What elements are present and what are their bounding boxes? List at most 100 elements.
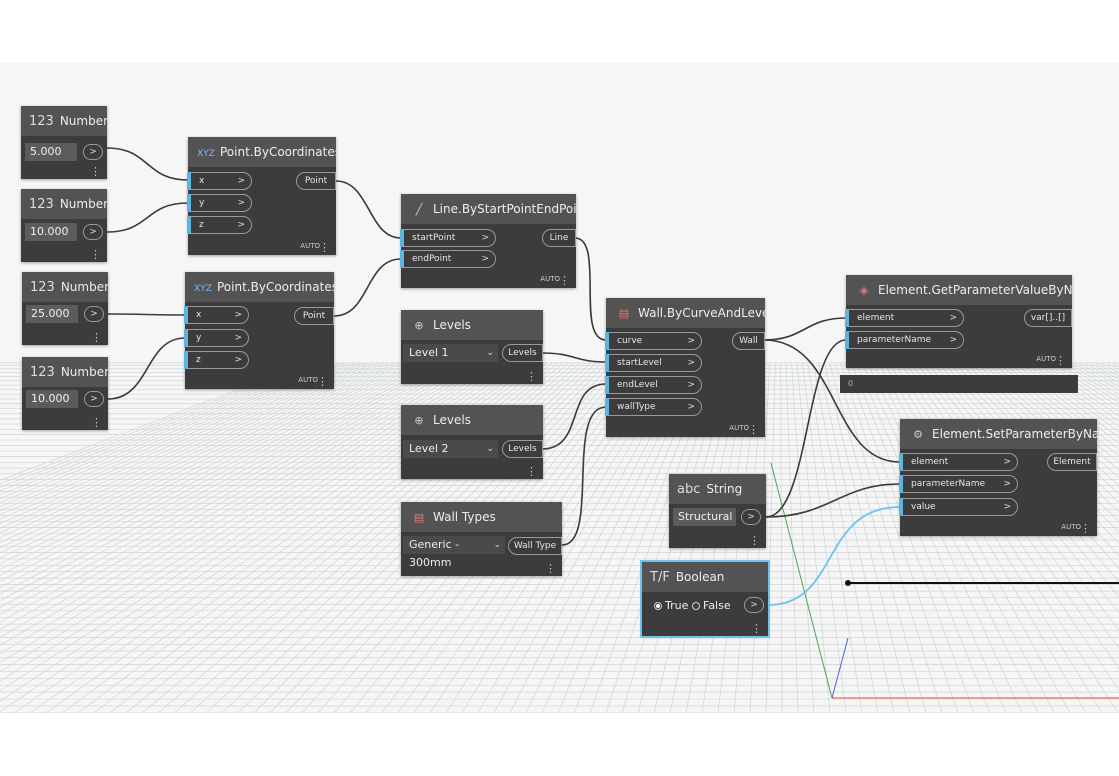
input-port-z[interactable]: z> — [184, 351, 249, 369]
output-port[interactable]: > — [84, 391, 104, 407]
input-port-y[interactable]: y> — [187, 194, 252, 212]
input-port-value[interactable]: value> — [899, 498, 1018, 516]
radio-icon — [654, 602, 662, 610]
more-menu-icon[interactable]: ⋮ — [1080, 522, 1091, 535]
output-port-element[interactable]: Element — [1047, 453, 1097, 471]
input-port-walltype[interactable]: wallType> — [605, 398, 702, 416]
point-xyz-icon: XYZ — [194, 284, 212, 294]
more-menu-icon[interactable]: ⋮ — [559, 274, 570, 287]
number-icon: 123 — [30, 365, 55, 380]
input-port-y[interactable]: y> — [184, 329, 249, 347]
preview-bubble[interactable]: 0 — [840, 375, 1078, 393]
chevron-down-icon: ⌄ — [486, 348, 494, 358]
lacing-label[interactable]: AUTO — [298, 376, 318, 384]
input-port-x[interactable]: x> — [184, 306, 249, 324]
wall-type-dropdown[interactable]: Generic - 300mm⌄ — [403, 536, 505, 569]
line-by-start-end-node[interactable]: ╱ Line.ByStartPointEndPoint startPoint> e… — [400, 194, 576, 288]
input-port-startlevel[interactable]: startLevel> — [605, 354, 702, 372]
input-port-startpoint[interactable]: startPoint> — [400, 229, 496, 247]
output-port[interactable]: > — [83, 224, 103, 240]
input-port-element[interactable]: element> — [899, 453, 1018, 471]
input-port-parametername[interactable]: parameterName> — [845, 331, 964, 349]
radio-icon — [692, 602, 700, 610]
level-dropdown[interactable]: Level 1⌄ — [403, 344, 498, 362]
node-title: String — [706, 482, 743, 496]
true-radio[interactable]: True — [654, 599, 688, 612]
output-port[interactable]: > — [84, 306, 104, 322]
more-menu-icon[interactable]: ⋮ — [526, 465, 537, 478]
string-input[interactable]: Structural — [673, 508, 736, 526]
input-port-curve[interactable]: curve> — [605, 332, 702, 350]
number-input[interactable]: 10.000 — [26, 390, 78, 408]
more-menu-icon[interactable]: ⋮ — [751, 622, 762, 635]
output-port-line[interactable]: Line — [542, 229, 576, 247]
more-menu-icon[interactable]: ⋮ — [748, 423, 759, 436]
point-by-coordinates-node-1[interactable]: XYZ Point.ByCoordinates x> y> z> Point AU… — [187, 137, 336, 255]
y-axis-line — [770, 462, 833, 699]
false-radio[interactable]: False — [692, 599, 731, 612]
number-input[interactable]: 10.000 — [25, 223, 77, 241]
number-input[interactable]: 5.000 — [25, 143, 77, 161]
lacing-label[interactable]: AUTO — [300, 242, 320, 250]
more-menu-icon[interactable]: ⋮ — [91, 331, 102, 344]
output-port[interactable]: > — [83, 144, 103, 160]
more-menu-icon[interactable]: ⋮ — [91, 416, 102, 429]
node-title: Element.SetParameterByName — [932, 427, 1097, 441]
more-menu-icon[interactable]: ⋮ — [90, 248, 101, 261]
output-port[interactable]: > — [744, 597, 764, 613]
lacing-label[interactable]: AUTO — [1061, 523, 1081, 531]
chevron-down-icon: ⌄ — [493, 540, 501, 550]
gear-icon: ⚙ — [913, 428, 923, 441]
lacing-label[interactable]: AUTO — [1036, 355, 1056, 363]
more-menu-icon[interactable]: ⋮ — [317, 375, 328, 388]
node-title: Wall Types — [433, 510, 496, 524]
node-title: Levels — [433, 413, 471, 427]
wall-by-curve-and-levels-node[interactable]: ▤ Wall.ByCurveAndLevels curve> startLevel… — [605, 298, 765, 437]
output-port-wall[interactable]: Wall — [732, 332, 765, 350]
lacing-label[interactable]: AUTO — [729, 424, 749, 432]
get-parameter-value-node[interactable]: ◈Element.GetParameterValueByName element… — [845, 275, 1072, 368]
output-port-wall-type[interactable]: Wall Type — [508, 537, 562, 555]
line-icon: ╱ — [415, 203, 423, 216]
output-port-levels[interactable]: Levels — [502, 440, 543, 458]
more-menu-icon[interactable]: ⋮ — [319, 241, 330, 254]
output-port-point[interactable]: Point — [294, 307, 334, 325]
levels-node-2[interactable]: ⊕Levels Level 2⌄ Levels ⋮ — [401, 405, 543, 479]
input-port-endlevel[interactable]: endLevel> — [605, 376, 702, 394]
wall-types-icon: ▤ — [413, 511, 425, 524]
more-menu-icon[interactable]: ⋮ — [1055, 354, 1066, 367]
output-port[interactable]: > — [741, 509, 761, 525]
input-port-z[interactable]: z> — [187, 216, 252, 234]
output-port-levels[interactable]: Levels — [502, 344, 543, 362]
node-title: Wall.ByCurveAndLevels — [638, 306, 765, 320]
point-xyz-icon: XYZ — [197, 149, 215, 159]
input-port-endpoint[interactable]: endPoint> — [400, 250, 496, 268]
output-port-point[interactable]: Point — [296, 172, 336, 190]
level-dropdown[interactable]: Level 2⌄ — [403, 440, 498, 458]
lacing-label[interactable]: AUTO — [540, 275, 560, 283]
input-port-parametername[interactable]: parameterName> — [899, 475, 1018, 493]
wall-icon: ▤ — [618, 307, 630, 320]
number-input[interactable]: 25.000 — [26, 305, 78, 323]
z-axis-line — [831, 637, 849, 699]
output-port-var[interactable]: var[]..[] — [1024, 309, 1072, 327]
more-menu-icon[interactable]: ⋮ — [526, 370, 537, 383]
set-parameter-by-name-node[interactable]: ⚙ Element.SetParameterByName element> par… — [899, 419, 1097, 536]
more-menu-icon[interactable]: ⋮ — [545, 562, 556, 575]
more-menu-icon[interactable]: ⋮ — [90, 165, 101, 178]
levels-node-1[interactable]: ⊕Levels Level 1⌄ Levels ⋮ — [401, 310, 543, 384]
input-port-x[interactable]: x> — [187, 172, 252, 190]
node-title: Line.ByStartPointEndPoint — [433, 202, 576, 216]
more-menu-icon[interactable]: ⋮ — [749, 534, 760, 547]
node-title: Point.ByCoordinates — [220, 145, 336, 159]
node-title: Levels — [433, 318, 471, 332]
input-port-element[interactable]: element> — [845, 309, 964, 327]
wall-types-node[interactable]: ▤ Wall Types Generic - 300mm⌄ Wall Type ⋮ — [401, 502, 562, 576]
